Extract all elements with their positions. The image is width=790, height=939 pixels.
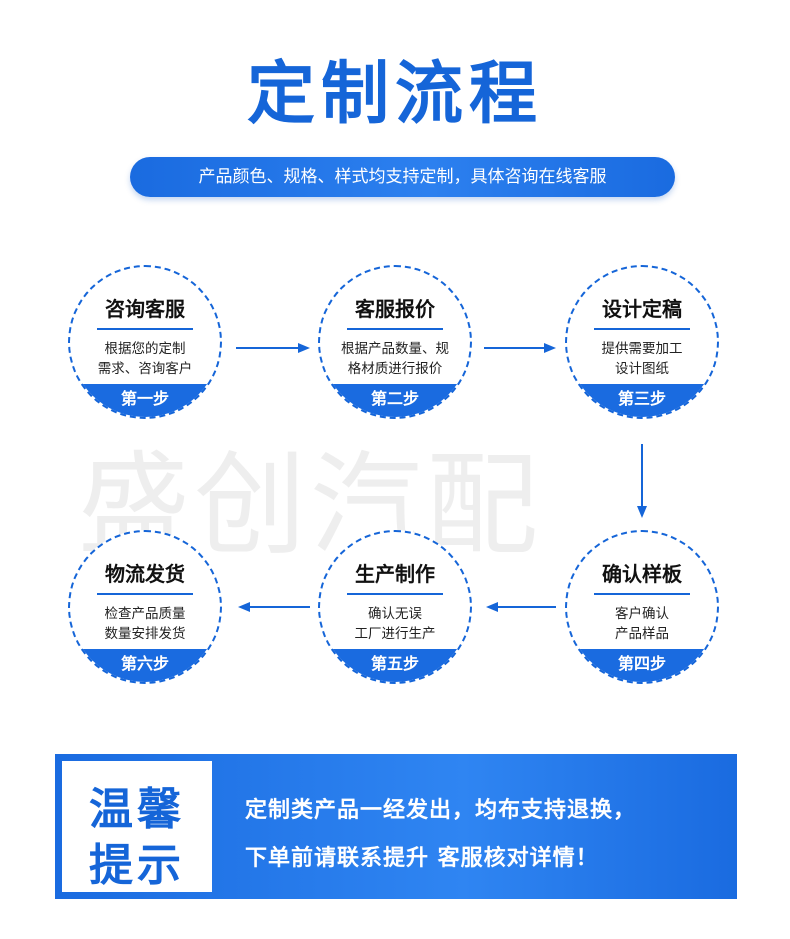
arrow-left-icon: [486, 602, 556, 612]
divider: [347, 328, 443, 330]
divider: [594, 328, 690, 330]
step-description: 提供需要加工设计图纸: [601, 341, 683, 377]
divider: [97, 593, 193, 595]
step-number: 第二步: [320, 384, 470, 417]
step-title: 客服报价: [355, 297, 435, 321]
step-number: 第四步: [567, 649, 717, 682]
divider: [97, 328, 193, 330]
subtitle-banner: 产品颜色、规格、样式均支持定制，具体咨询在线客服: [130, 157, 675, 197]
step-2-circle: 客服报价 根据产品数量、规格材质进行报价 第二步: [318, 265, 472, 419]
divider: [594, 593, 690, 595]
step-description: 根据您的定制需求、咨询客户: [97, 341, 193, 377]
arrow-left-icon: [238, 602, 310, 612]
notice-line2: 下单前请联系提升 客服核对详情！: [245, 846, 599, 871]
step-6-circle: 物流发货 检查产品质量数量安排发货 第六步: [68, 530, 222, 684]
step-title: 设计定稿: [602, 297, 682, 321]
notice-line1: 定制类产品一经发出，均布支持退换，: [245, 798, 637, 823]
step-5-circle: 生产制作 确认无误工厂进行生产 第五步: [318, 530, 472, 684]
arrow-right-icon: [484, 343, 556, 353]
notice-label-box: 温馨 提示: [62, 761, 212, 892]
step-number: 第五步: [320, 649, 470, 682]
step-description: 客户确认产品样品: [615, 606, 669, 642]
arrow-right-icon: [236, 343, 310, 353]
step-3-circle: 设计定稿 提供需要加工设计图纸 第三步: [565, 265, 719, 419]
step-description: 检查产品质量数量安排发货: [104, 606, 186, 642]
step-description: 根据产品数量、规格材质进行报价: [341, 341, 449, 377]
arrow-down-icon: [637, 444, 647, 518]
notice-label-line1: 温馨: [89, 784, 185, 835]
step-title: 确认样板: [602, 562, 682, 586]
divider: [347, 593, 443, 595]
step-number: 第六步: [70, 649, 220, 682]
step-number: 第三步: [567, 384, 717, 417]
notice-banner: 温馨 提示 定制类产品一经发出，均布支持退换， 下单前请联系提升 客服核对详情！: [55, 754, 737, 899]
notice-label-line2: 提示: [89, 840, 185, 891]
step-description: 确认无误工厂进行生产: [354, 606, 436, 642]
step-title: 咨询客服: [105, 297, 185, 321]
step-number: 第一步: [70, 384, 220, 417]
step-1-circle: 咨询客服 根据您的定制需求、咨询客户 第一步: [68, 265, 222, 419]
step-title: 生产制作: [355, 562, 435, 586]
step-4-circle: 确认样板 客户确认产品样品 第四步: [565, 530, 719, 684]
step-title: 物流发货: [105, 562, 185, 586]
page-title: 定制流程: [246, 55, 543, 134]
